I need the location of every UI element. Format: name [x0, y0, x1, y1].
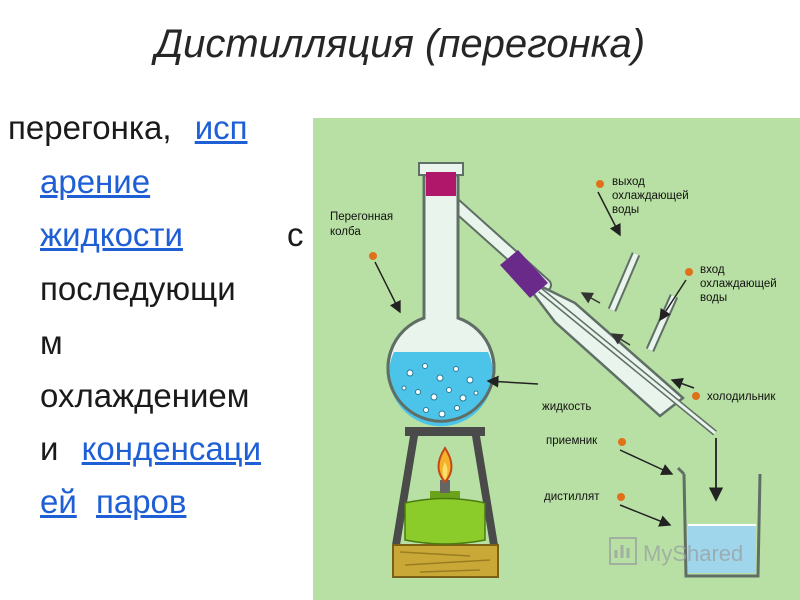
label-arrows [374, 191, 695, 527]
evaporation-link-part1[interactable]: исп [194, 109, 248, 146]
condenser-stopper [500, 250, 548, 298]
label-water-out-2: охлаждающей [612, 190, 689, 202]
vapors-link[interactable]: паров [95, 483, 187, 520]
watermark-text: MyShared [643, 541, 743, 566]
definition-conj: с [287, 216, 304, 253]
bubbles [401, 363, 479, 418]
flask-stopper [426, 172, 456, 196]
condensation-link-part1[interactable]: конденсаци [81, 430, 262, 467]
definition-line-1: перегонка, исп [8, 108, 248, 148]
condensation-link-part2[interactable]: ей [40, 483, 77, 520]
definition-line-8: и конденсаци [40, 429, 261, 469]
label-water-in-1: вход [700, 264, 725, 276]
definition-word2: м [40, 324, 63, 361]
burner-icon [404, 480, 486, 545]
definition-line-9: ей паров [40, 482, 186, 522]
label-liquid: жидкость [542, 401, 591, 413]
slide-title: Дистилляция (перегонка) [154, 22, 646, 66]
label-receiver: приемник [546, 435, 598, 447]
label-water-in-2: охлаждающей [700, 278, 777, 290]
evaporation-link-part2[interactable]: арение [40, 163, 151, 200]
definition-prefix: перегонка, [8, 109, 172, 146]
definition-conj2: и [40, 430, 59, 467]
ring-stand [392, 427, 498, 545]
definition-line-3: жидкости [40, 215, 183, 255]
label-flask-2: колба [330, 226, 361, 238]
definition-word3: охлаждением [40, 377, 250, 414]
label-condenser: холодильник [707, 391, 776, 403]
label-water-out-1: выход [612, 176, 645, 188]
label-distillate: дистиллят [544, 491, 600, 503]
label-water-out-3: воды [612, 204, 639, 216]
watermark: MyShared [609, 537, 743, 566]
receiver-beaker [676, 466, 762, 578]
flame-icon [437, 446, 453, 484]
label-markers [369, 180, 700, 501]
label-flask-1: Перегонная [330, 211, 393, 223]
diagram-labels: Перегонная колба выход охлаждающей воды … [330, 176, 777, 503]
definition-word1: последующи [40, 270, 236, 307]
definition-line-2: арение [40, 162, 150, 202]
label-water-in-3: воды [700, 292, 727, 304]
evaporation-link-part3[interactable]: жидкости [40, 216, 183, 253]
watermark-logo-icon [609, 537, 637, 565]
